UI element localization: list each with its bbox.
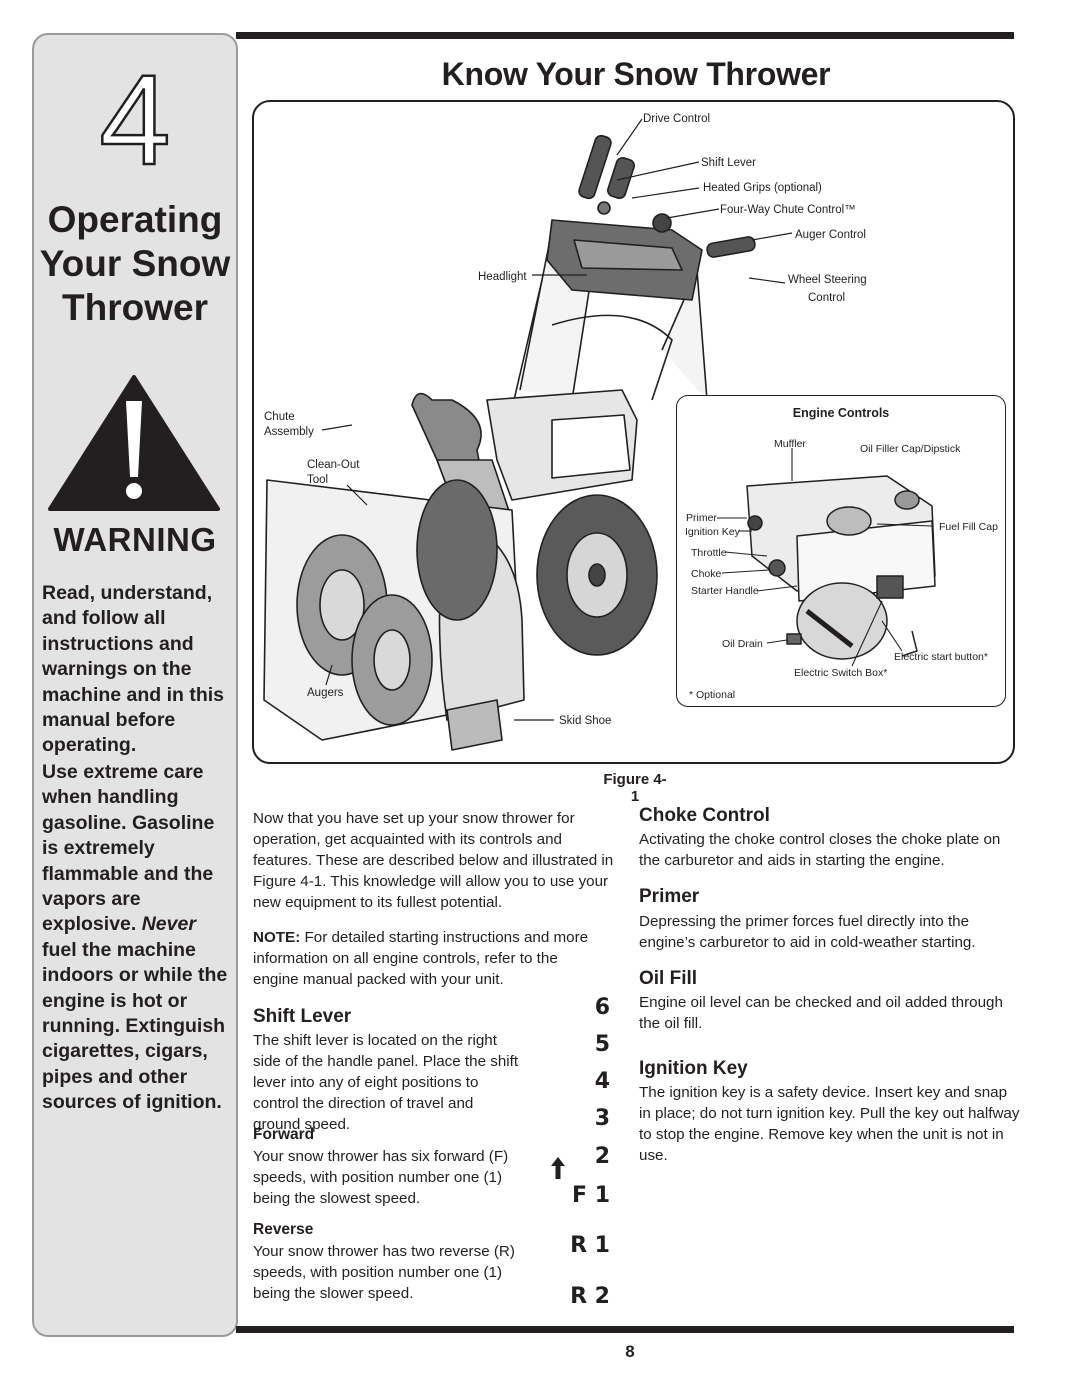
- callout-augers: Augers: [307, 687, 344, 699]
- choke-control-heading: Choke Control: [639, 805, 770, 826]
- callout-oil-drain: Oil Drain: [722, 638, 763, 650]
- up-arrow-icon: [551, 1157, 565, 1179]
- callout-muffler: Muffler: [774, 438, 806, 450]
- reverse-heading: Reverse: [253, 1221, 314, 1238]
- callout-wheel-steering: Wheel Steering: [788, 274, 867, 286]
- shift-position: R 1: [570, 1233, 610, 1258]
- snow-thrower-illustration: [263, 118, 793, 751]
- engine-illustration: [717, 448, 936, 667]
- shift-position: F 1: [572, 1183, 610, 1208]
- callout-throttle: Throttle: [691, 547, 727, 559]
- engine-controls-inset: Engine Controls Muffler: [676, 395, 1006, 707]
- warning-label: WARNING: [53, 521, 217, 558]
- note-label: NOTE:: [253, 929, 301, 946]
- shift-lever-heading: Shift Lever: [253, 1006, 352, 1027]
- note-text: For detailed starting instructions and m…: [253, 929, 589, 988]
- chapter-number: 4: [98, 49, 172, 192]
- optional-footnote: * Optional: [689, 689, 736, 701]
- callout-electric-start-button: Electric start button*: [894, 651, 988, 663]
- primer-heading: Primer: [639, 886, 700, 907]
- chapter-title-line: Thrower: [62, 287, 208, 328]
- callout-four-way-chute: Four-Way Chute Control™: [720, 204, 856, 216]
- callout-heated-grips: Heated Grips (optional): [703, 182, 822, 194]
- sidebar-panel: 4 Operating Your Snow Thrower WARNING Re…: [32, 33, 238, 1337]
- chapter-title: Operating Your Snow Thrower: [34, 198, 236, 330]
- oil-fill-heading: Oil Fill: [639, 968, 698, 989]
- callout-drive-control: Drive Control: [643, 113, 711, 125]
- callout-oil-filler: Oil Filler Cap/Dipstick: [860, 443, 961, 455]
- forward-text: Your snow thrower has six forward (F) sp…: [253, 1148, 509, 1207]
- intro-paragraph: Now that you have set up your snow throw…: [253, 810, 614, 911]
- callout-clean-out-tool: Tool: [307, 474, 329, 486]
- top-rule: [236, 32, 1014, 39]
- warning-triangle-icon: [48, 375, 220, 511]
- shift-lever-text: The shift lever is located on the right …: [253, 1032, 519, 1133]
- gasoline-warning-text: fuel the machine indoors or while the en…: [42, 938, 228, 1114]
- ignition-key-heading: Ignition Key: [639, 1058, 748, 1079]
- callout-auger-control: Auger Control: [795, 229, 866, 241]
- forward-heading: Forward: [253, 1126, 315, 1143]
- page-number: 8: [625, 1342, 635, 1361]
- figure-caption: Figure 4-1: [603, 771, 667, 805]
- callout-starter-handle: Starter Handle: [691, 585, 759, 597]
- ignition-key-text: The ignition key is a safety device. Ins…: [639, 1084, 1020, 1164]
- callout-ignition-key: Ignition Key: [685, 526, 740, 538]
- callout-wheel-steering: Control: [808, 292, 846, 304]
- callout-fuel-fill-cap: Fuel Fill Cap: [939, 521, 998, 533]
- callout-headlight: Headlight: [478, 271, 527, 283]
- oil-fill-text: Engine oil level can be checked and oil …: [639, 994, 1003, 1032]
- choke-control-text: Activating the choke control closes the …: [639, 831, 1001, 869]
- chapter-title-line: Your Snow: [39, 243, 231, 284]
- primer-text: Depressing the primer forces fuel direct…: [639, 913, 976, 951]
- never-emphasis: Never: [141, 913, 196, 936]
- callout-electric-switch-box: Electric Switch Box*: [794, 667, 888, 679]
- chapter-title-line: Operating: [47, 199, 223, 240]
- callout-chute-assembly: Chute: [264, 411, 295, 423]
- callout-clean-out-tool: Clean-Out: [307, 459, 360, 471]
- gasoline-warning: Use extreme care when handling gasoline.…: [42, 760, 232, 1116]
- page-title: Know Your Snow Thrower: [441, 56, 831, 92]
- callout-chute-assembly: Assembly: [264, 426, 314, 438]
- shift-position: 5: [594, 1032, 610, 1057]
- engine-controls-title: Engine Controls: [792, 406, 890, 420]
- callout-skid-shoe: Skid Shoe: [559, 715, 612, 727]
- bottom-rule: [236, 1326, 1014, 1333]
- callout-choke: Choke: [691, 568, 722, 580]
- shift-position: 3: [594, 1106, 610, 1131]
- callout-shift-lever: Shift Lever: [701, 157, 756, 169]
- callout-primer: Primer: [686, 512, 717, 524]
- gasoline-warning-text: Use extreme care when handling gasoline.…: [42, 761, 215, 936]
- shift-position: R 2: [570, 1284, 610, 1309]
- shift-position: 6: [594, 995, 610, 1020]
- shift-position: 4: [594, 1069, 610, 1094]
- reverse-text: Your snow thrower has two reverse (R) sp…: [253, 1243, 515, 1302]
- warning-paragraph: Read, understand, and follow all instruc…: [42, 582, 225, 757]
- note-paragraph: NOTE: For detailed starting instructions…: [253, 927, 598, 990]
- shift-position: 2: [594, 1144, 610, 1169]
